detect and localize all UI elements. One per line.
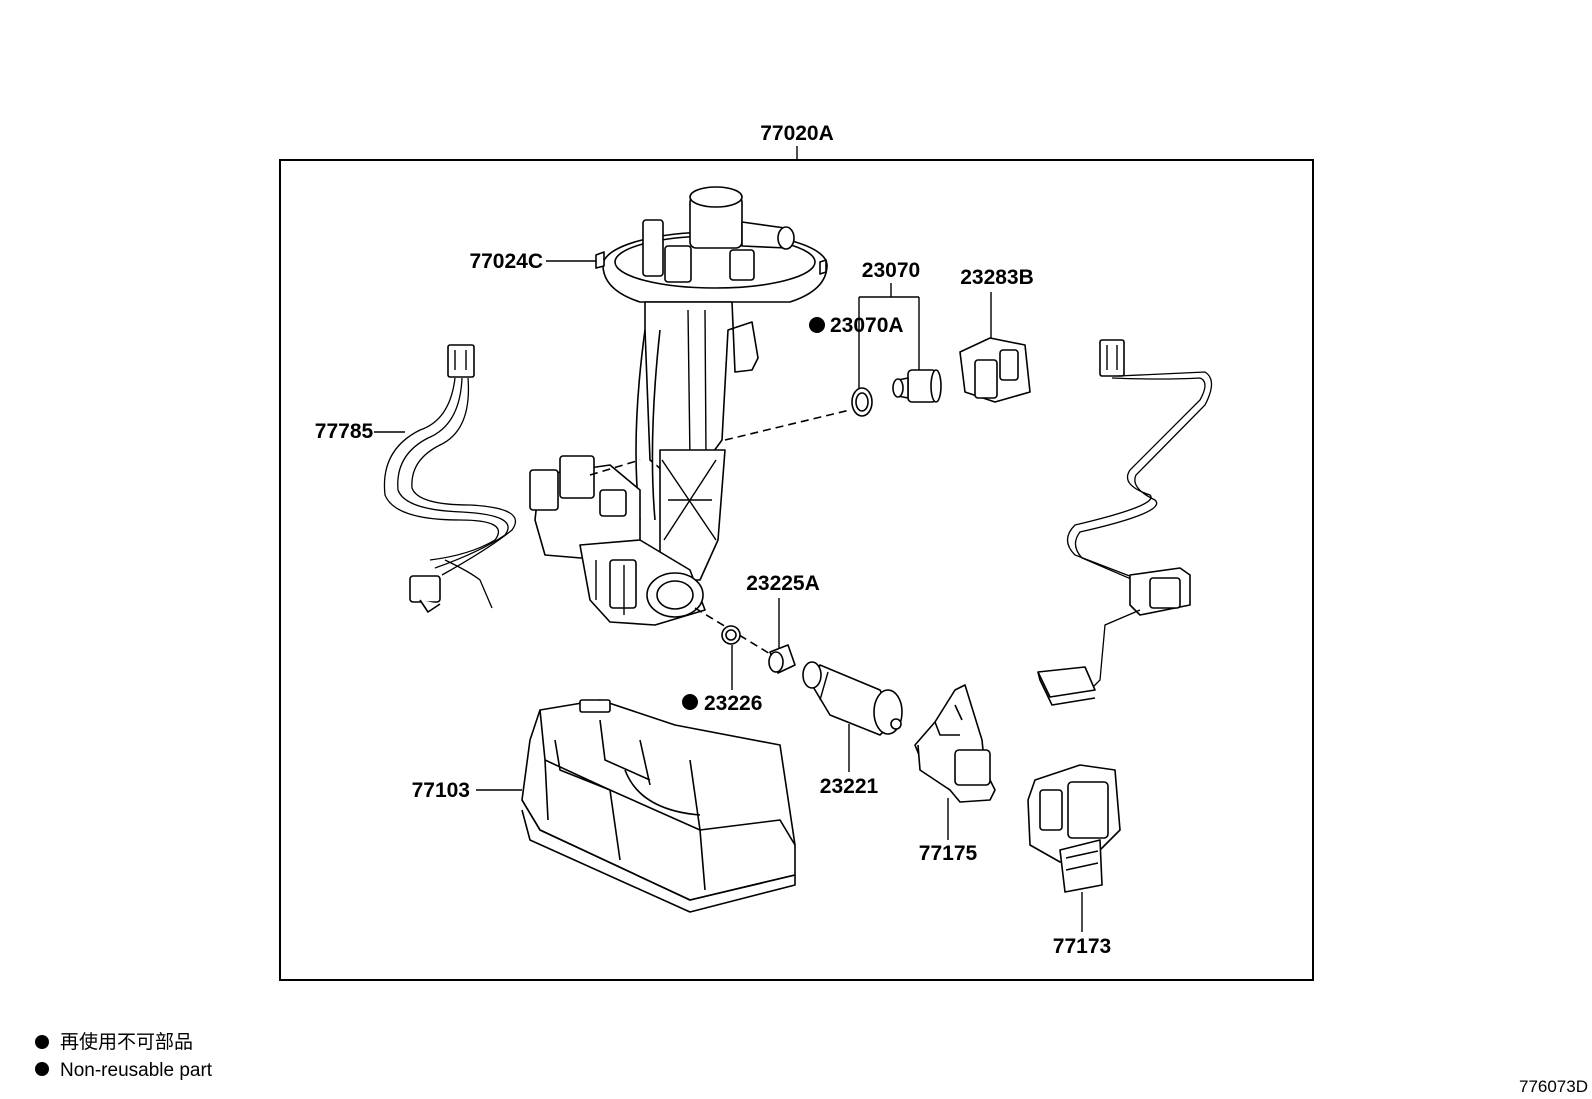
- filter-23225A-drawing: [768, 644, 796, 674]
- pressure-regulator-drawing: [892, 369, 942, 403]
- label-23225A[interactable]: 23225A: [746, 572, 820, 595]
- label-77173[interactable]: 77173: [1053, 935, 1111, 958]
- o-ring-23070A-drawing: [851, 387, 873, 417]
- leader-23070: [858, 283, 920, 392]
- label-23070[interactable]: 23070: [862, 259, 920, 282]
- assembly-line-lower: [694, 607, 781, 661]
- label-77103[interactable]: 77103: [412, 779, 470, 802]
- non-reusable-bullet-23226: [682, 694, 698, 710]
- legend-text-ja: 再使用不可部品: [60, 1031, 193, 1053]
- drawing-id: 776073D: [1519, 1077, 1588, 1096]
- label-23226[interactable]: 23226: [704, 692, 762, 715]
- label-23221[interactable]: 23221: [820, 775, 879, 798]
- label-77175[interactable]: 77175: [919, 842, 978, 865]
- assembly-label[interactable]: 77020A: [760, 122, 834, 145]
- assembly-line-left: [589, 459, 641, 476]
- retainer-77173-drawing: [1027, 764, 1121, 893]
- legend-bullet-en: [35, 1062, 49, 1076]
- assembly-line-upper: [724, 409, 851, 441]
- label-77785[interactable]: 77785: [315, 420, 374, 443]
- bracket-77175-drawing: [914, 684, 996, 803]
- label-77024C[interactable]: 77024C: [469, 250, 543, 273]
- sender-gauge-drawing: [1037, 339, 1213, 706]
- sub-tank-77103-drawing: [521, 699, 796, 913]
- non-reusable-bullet-23070A: [809, 317, 825, 333]
- label-23070A[interactable]: 23070A: [830, 314, 904, 337]
- fuel-pump-23221-drawing: [802, 661, 903, 736]
- legend-bullet-ja: [35, 1035, 49, 1049]
- wire-harness-77785-drawing: [383, 344, 517, 613]
- connector-23283B-drawing: [959, 337, 1031, 403]
- legend-text-en: Non-reusable part: [60, 1060, 213, 1081]
- label-23283B[interactable]: 23283B: [960, 266, 1034, 289]
- pump-bracket-drawing: [529, 186, 828, 626]
- o-ring-23226-drawing: [721, 625, 741, 645]
